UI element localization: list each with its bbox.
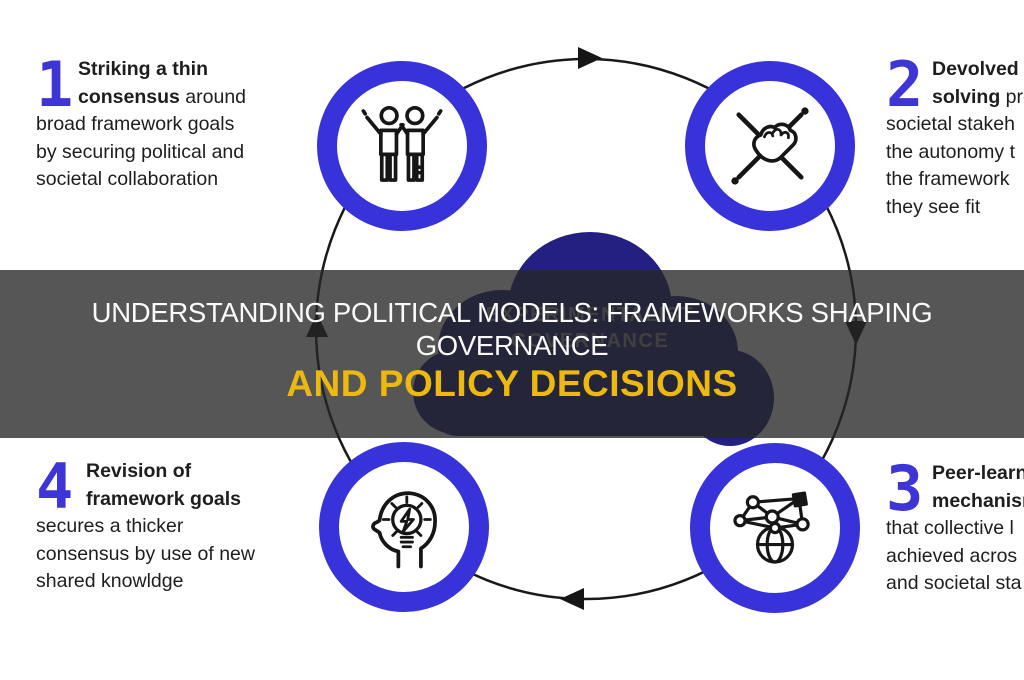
node-devolved-problem-solving: [685, 61, 855, 231]
step-4-text: Revision of framework goals secures a thic…: [36, 458, 308, 596]
step-1-block: 1 Striking a thin consensus around broad f…: [36, 48, 296, 194]
step-text-line: they see fit: [886, 195, 981, 218]
step-text-line: achieved acros: [886, 544, 1018, 567]
step-text-line: societal stakeh: [886, 113, 1015, 135]
step-text-line: mechanism: [932, 489, 1024, 512]
step-text-line: by securing political and: [36, 140, 245, 163]
step-text-line: the autonomy t: [886, 140, 1015, 163]
network-globe-icon: [733, 491, 810, 564]
arrow-bottom-icon: [560, 588, 584, 610]
step-text-line: Devolved p: [932, 58, 1024, 80]
page-title-line1: UNDERSTANDING POLITICAL MODELS: FRAMEWOR…: [91, 297, 933, 328]
node-revision: [319, 442, 489, 612]
step-text-line: Peer-learni: [932, 462, 1024, 484]
step-3-block: 3 Peer-learni mechanism that collective l a…: [886, 452, 1024, 598]
idea-head-icon: [371, 491, 437, 569]
step-1-text: Striking a thin consensus around broad fra…: [36, 56, 296, 194]
step-2-block: 2 Devolved p solving pro societal stakeh th…: [886, 48, 1024, 221]
stacked-hands-icon: [731, 107, 809, 185]
step-1-number: 1: [36, 48, 74, 121]
step-3-number: 3: [886, 452, 924, 525]
node-peer-learning: [690, 443, 860, 613]
title-overlay-text: UNDERSTANDING POLITICAL MODELS: FRAMEWOR…: [0, 296, 1024, 404]
step-4-block: 4 Revision of framework goals secures a th…: [36, 450, 308, 596]
node-consensus: [317, 61, 487, 231]
step-text-line: solving pro: [932, 85, 1024, 108]
step-text-line: consensus around: [78, 85, 247, 108]
step-text-line: broad framework goals: [36, 113, 235, 135]
step-text-line: and societal sta: [886, 572, 1022, 594]
step-text-line: consensus by use of new: [36, 542, 255, 565]
title-overlay-band: [0, 270, 1024, 438]
step-text-line: that collective l: [886, 517, 1014, 539]
step-text-line: Striking a thin: [78, 58, 209, 80]
step-text-line: secures a thicker: [36, 515, 184, 537]
step-text-line: shared knowldge: [36, 570, 184, 592]
page-title-line3: AND POLICY DECISIONS: [286, 363, 738, 404]
page-title-line2: GOVERNANCE: [415, 330, 609, 361]
step-text-line: societal collaboration: [36, 168, 219, 190]
step-3-text: Peer-learni mechanism that collective l ach…: [886, 460, 1024, 598]
step-2-text: Devolved p solving pro societal stakeh the …: [886, 56, 1024, 221]
celebrating-people-icon: [361, 105, 443, 182]
step-text-line: framework goals: [86, 487, 241, 510]
step-text-line: the framework: [886, 168, 1010, 190]
step-4-number: 4: [36, 450, 74, 523]
step-text-line: Revision of: [86, 460, 192, 482]
step-2-number: 2: [886, 48, 924, 121]
arrow-top-icon: [578, 47, 602, 69]
